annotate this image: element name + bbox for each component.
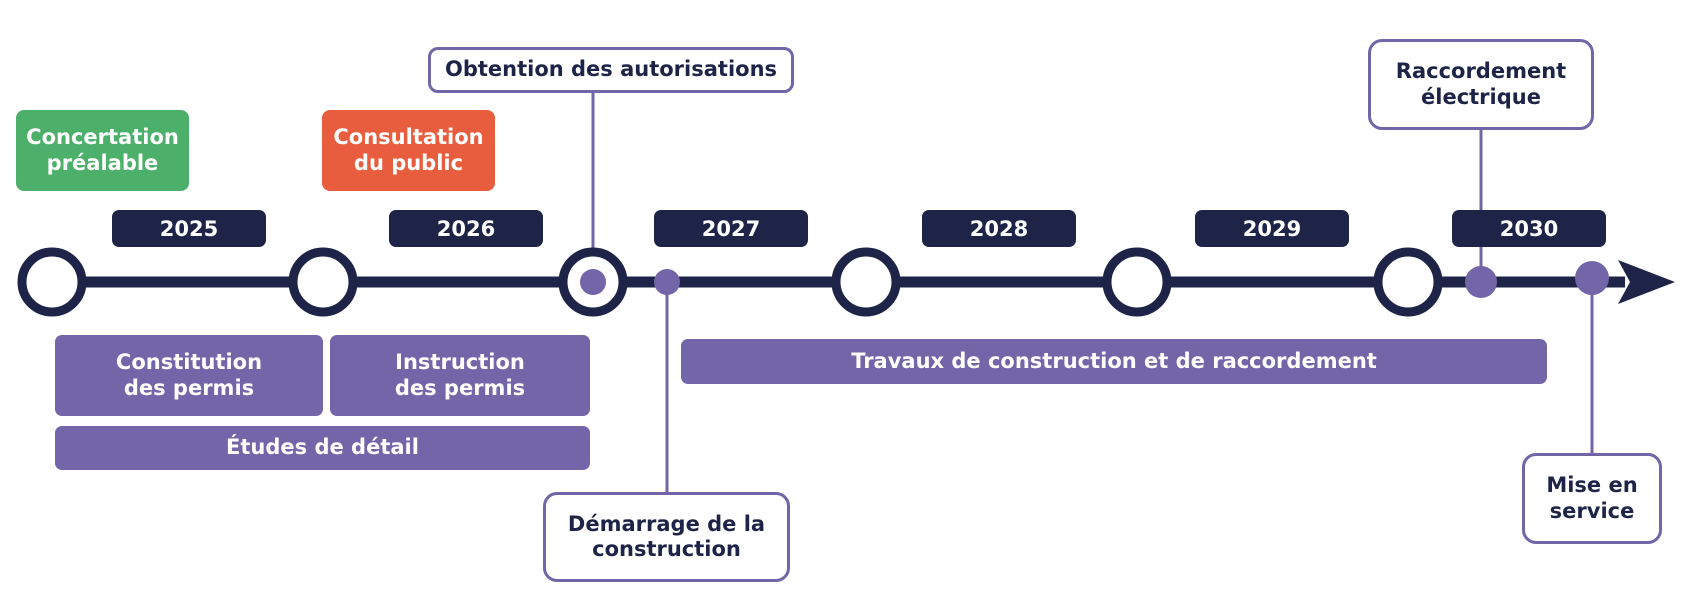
year-label-2029: 2029 — [1195, 210, 1349, 247]
milestone-dot-autorisations — [580, 269, 606, 295]
task-instruction-permis: Instruction des permis — [330, 335, 590, 416]
timeline-arrowhead — [1618, 260, 1675, 304]
milestone-demarrage: Démarrage de la construction — [543, 492, 790, 582]
year-marker-circle — [288, 247, 358, 317]
year-marker-circle — [831, 247, 901, 317]
milestone-mise-en-service: Mise en service — [1522, 453, 1662, 544]
year-label-2030: 2030 — [1452, 210, 1606, 247]
task-etudes-detail: Études de détail — [55, 426, 590, 470]
year-label-2027: 2027 — [654, 210, 808, 247]
task-constitution-permis: Constitution des permis — [55, 335, 323, 416]
year-label-2026: 2026 — [389, 210, 543, 247]
year-marker-circle — [17, 247, 87, 317]
milestone-autorisations: Obtention des autorisations — [428, 47, 794, 93]
year-marker-circle — [1102, 247, 1172, 317]
milestone-dot-mise-en-service — [1575, 261, 1609, 295]
year-label-2028: 2028 — [922, 210, 1076, 247]
phase-concertation: Concertation préalable — [16, 110, 189, 191]
year-marker-circle — [1373, 247, 1443, 317]
task-travaux: Travaux de construction et de raccordeme… — [681, 339, 1547, 384]
milestone-dot-raccordement — [1465, 266, 1497, 298]
milestone-dot-demarrage — [654, 269, 680, 295]
year-label-2025: 2025 — [112, 210, 266, 247]
milestone-raccordement: Raccordement électrique — [1368, 39, 1594, 130]
phase-consultation: Consultation du public — [322, 110, 495, 191]
